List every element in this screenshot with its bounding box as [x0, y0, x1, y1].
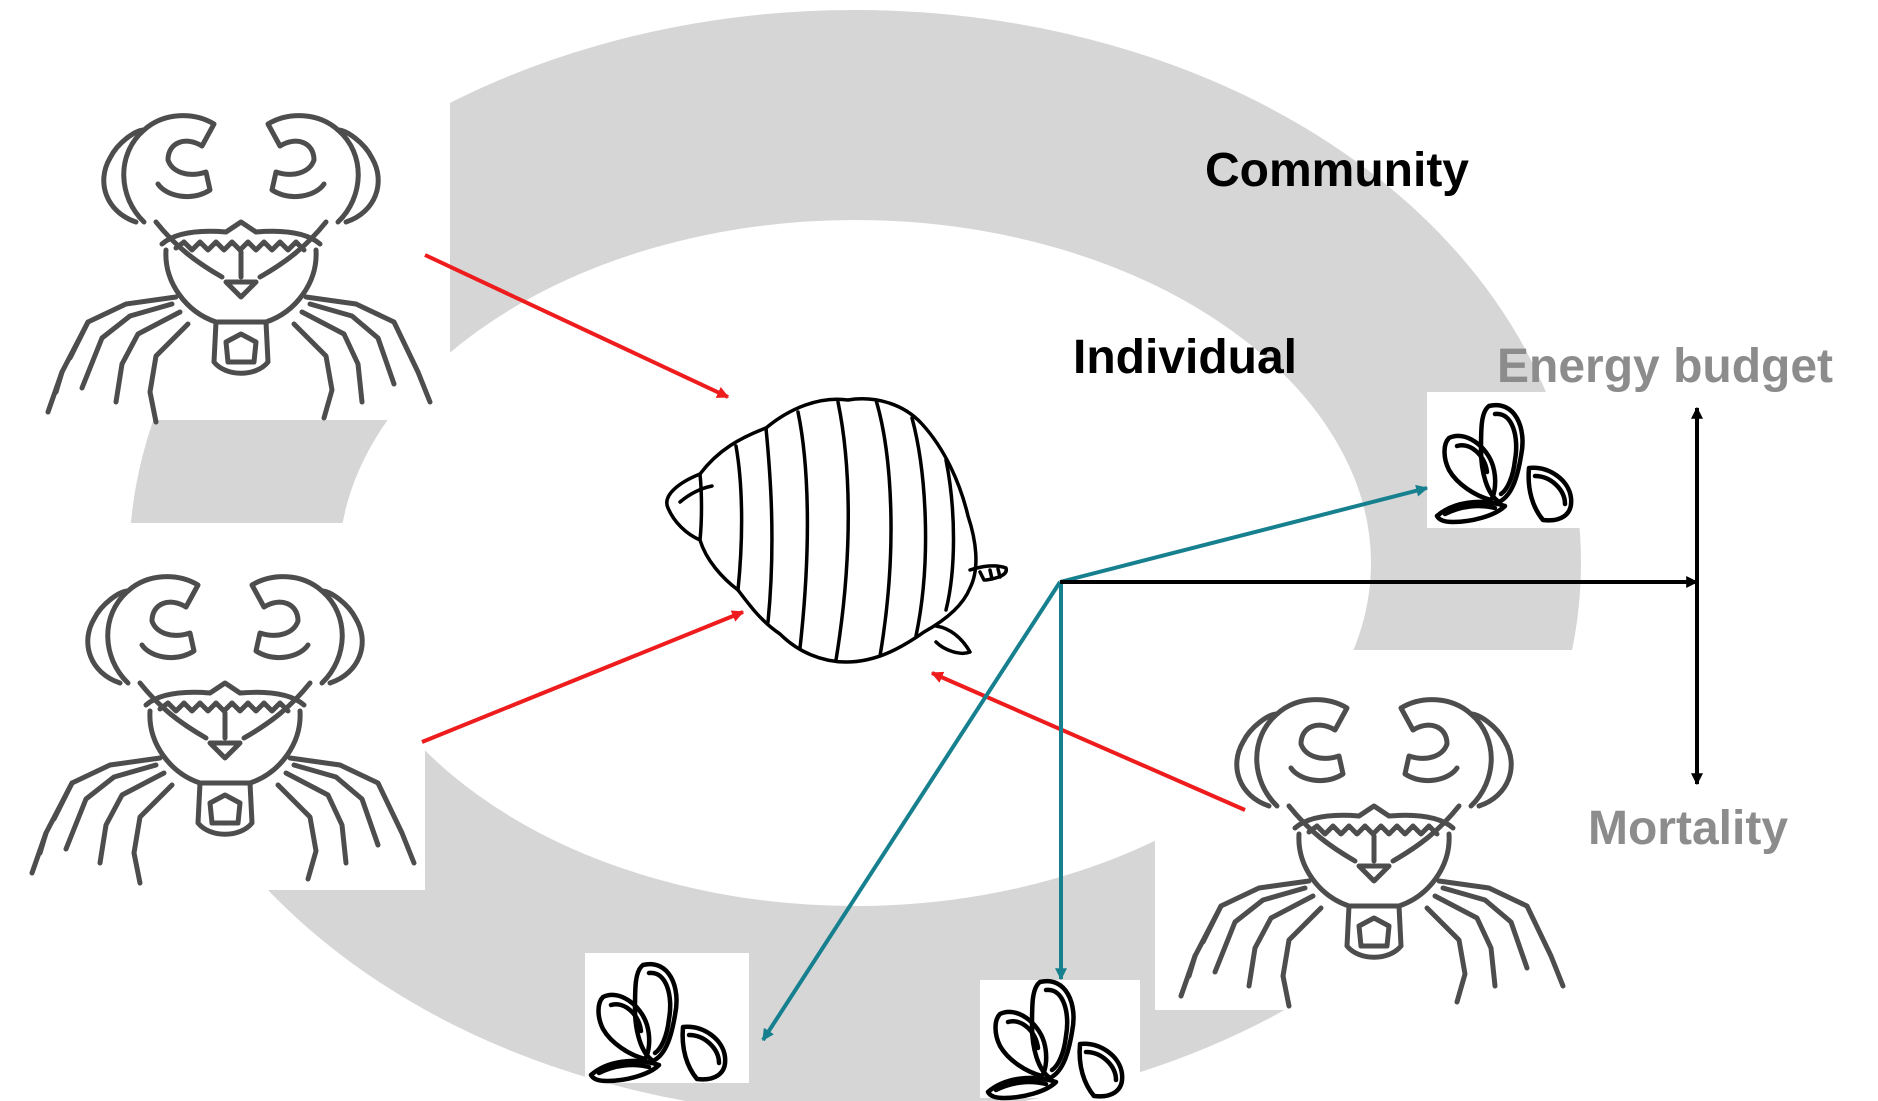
community-label: Community [1205, 144, 1469, 197]
crab-middle-left [10, 523, 425, 890]
predation-arrow-middle-left [422, 612, 743, 742]
mussel-bottom-left [585, 953, 749, 1083]
mortality-label: Mortality [1588, 802, 1788, 855]
mussel-bottom-middle [980, 980, 1140, 1098]
energy-budget-label: Energy budget [1497, 340, 1833, 393]
crab-top-left [20, 68, 450, 422]
crab-bottom-right [1155, 650, 1585, 1010]
mussel-top-right [1427, 392, 1595, 528]
individual-label: Individual [1073, 331, 1297, 384]
